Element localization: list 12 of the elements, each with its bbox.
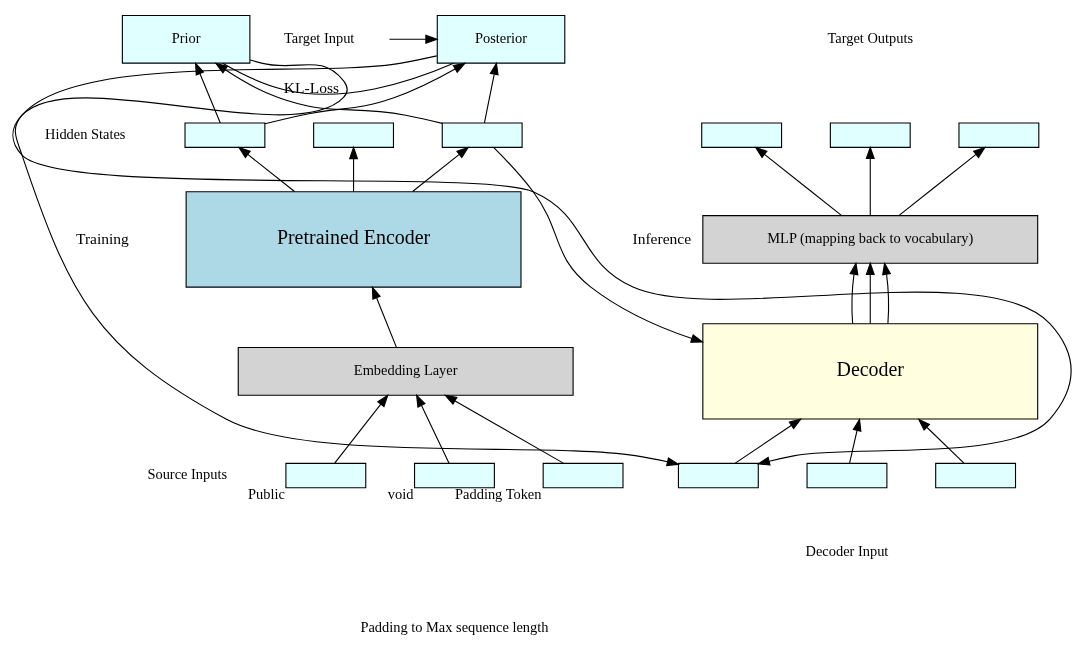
node-label: void xyxy=(387,486,414,503)
label: Target Input xyxy=(284,30,355,47)
label: Hidden States xyxy=(45,125,126,142)
label: Decoder Input xyxy=(805,542,889,559)
node-label: Public xyxy=(248,486,285,503)
edge-label: Training xyxy=(75,229,129,247)
edge-label: KL-Loss xyxy=(283,79,340,97)
label: Padding to Max sequence length xyxy=(360,619,549,636)
label: Target Outputs xyxy=(827,30,914,47)
edge-label: Inference xyxy=(632,229,692,247)
label: Source Inputs xyxy=(147,466,228,483)
node-label: Padding Token xyxy=(455,486,542,503)
